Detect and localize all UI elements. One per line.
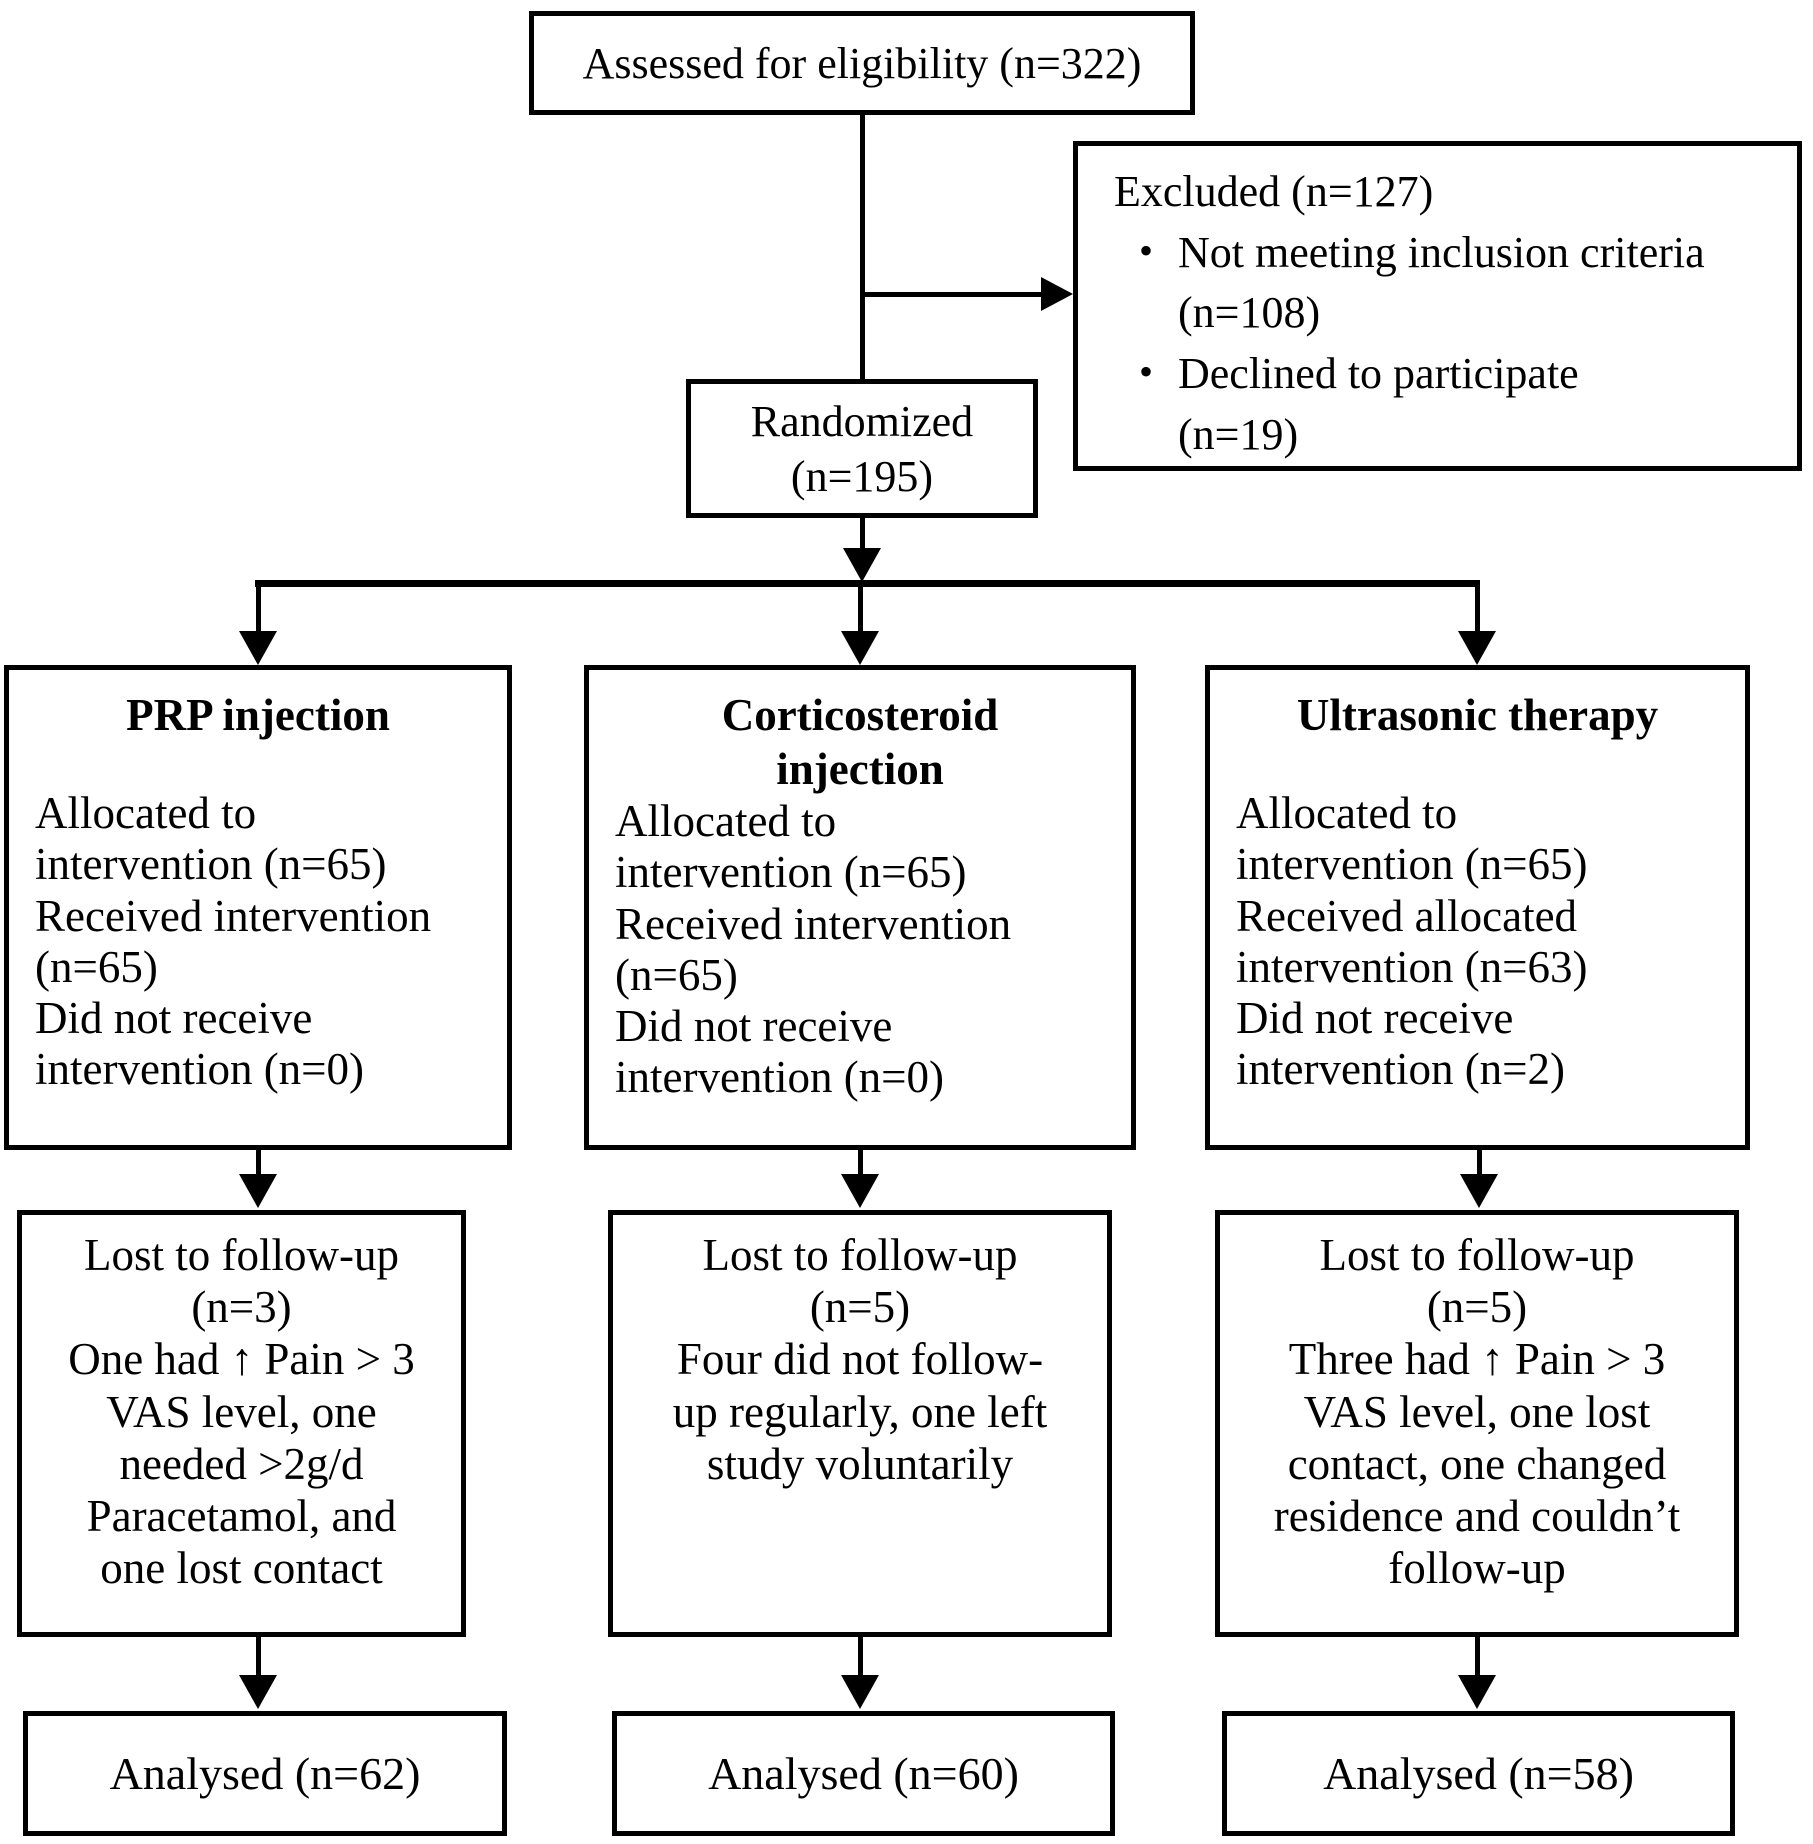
arm-box-prp: PRP injection Allocated to intervention …: [4, 665, 512, 1150]
connector-ultrasonic-to-lost: [1477, 1150, 1482, 1174]
connector-randomized-down: [860, 518, 865, 548]
arrowhead-down-icon: [239, 631, 277, 665]
analysed-box-corticosteroid: Analysed (n=60): [612, 1711, 1115, 1836]
arrowhead-excluded-icon: [1041, 277, 1073, 311]
arrowhead-down-icon: [843, 548, 881, 582]
arm-title-corticosteroid: Corticosteroid injection: [721, 690, 999, 794]
connector-prp-to-lost: [256, 1150, 261, 1174]
analysed-box-ultrasonic: Analysed (n=58): [1222, 1711, 1735, 1836]
excluded-bullet-row: • Not meeting inclusion criteria (n=108): [1114, 223, 1783, 344]
assessed-eligibility-box: Assessed for eligibility (n=322): [529, 11, 1195, 115]
connector-prp-to-analysed: [256, 1637, 261, 1675]
randomized-box: Randomized (n=195): [686, 379, 1038, 518]
arrowhead-down-icon: [841, 631, 879, 665]
assessed-eligibility-label: Assessed for eligibility (n=322): [582, 38, 1142, 88]
distribution-line: [255, 580, 1480, 587]
connector-corticosteroid-to-lost: [858, 1150, 863, 1174]
excluded-bullet-declined: Declined to participate (n=19): [1178, 349, 1579, 459]
connector-corticosteroid-to-analysed: [858, 1637, 863, 1675]
arrowhead-down-icon: [1458, 1675, 1496, 1709]
analysed-label-prp: Analysed (n=62): [109, 1748, 421, 1799]
arrowhead-down-icon: [239, 1675, 277, 1709]
arm-box-ultrasonic: Ultrasonic therapy Allocated to interven…: [1205, 665, 1750, 1150]
connector-drop-middle: [858, 587, 863, 631]
excluded-box: Excluded (n=127) • Not meeting inclusion…: [1073, 141, 1802, 471]
lost-box-corticosteroid: Lost to follow-up (n=5) Four did not fol…: [608, 1210, 1112, 1637]
excluded-bullet-row: • Declined to participate (n=19): [1114, 344, 1783, 465]
lost-box-prp: Lost to follow-up (n=3) One had ↑ Pain >…: [17, 1210, 466, 1637]
connector-drop-right: [1475, 587, 1480, 631]
connector-to-excluded: [862, 292, 1041, 297]
analysed-box-prp: Analysed (n=62): [23, 1711, 507, 1836]
analysed-label-ultrasonic: Analysed (n=58): [1323, 1748, 1634, 1799]
excluded-bullet-not-meeting: Not meeting inclusion criteria (n=108): [1178, 227, 1705, 338]
connector-ultrasonic-to-analysed: [1475, 1637, 1480, 1675]
connector-assessed-to-randomized: [860, 115, 865, 379]
arrowhead-down-icon: [1458, 631, 1496, 665]
lost-box-ultrasonic: Lost to follow-up (n=5) Three had ↑ Pain…: [1215, 1210, 1739, 1637]
bullet-icon: •: [1138, 227, 1153, 273]
randomized-label: Randomized (n=195): [750, 396, 974, 501]
analysed-label-corticosteroid: Analysed (n=60): [708, 1748, 1019, 1799]
arrowhead-down-icon: [841, 1174, 879, 1208]
connector-drop-left: [256, 587, 261, 631]
arm-box-corticosteroid: Corticosteroid injection Allocated to in…: [584, 665, 1136, 1150]
arm-title-ultrasonic: Ultrasonic therapy: [1296, 690, 1659, 740]
arm-title-prp: PRP injection: [126, 690, 390, 740]
arm-allocation-ultrasonic: Allocated to intervention (n=65) Receive…: [1236, 788, 1588, 1095]
bullet-icon: •: [1138, 349, 1153, 395]
arm-allocation-corticosteroid: Allocated to intervention (n=65) Receive…: [615, 796, 1012, 1103]
arrowhead-down-icon: [841, 1675, 879, 1709]
excluded-title: Excluded (n=127): [1114, 167, 1434, 216]
arrowhead-down-icon: [1460, 1174, 1498, 1208]
arrowhead-down-icon: [239, 1174, 277, 1208]
arm-allocation-prp: Allocated to intervention (n=65) Receive…: [35, 788, 432, 1095]
